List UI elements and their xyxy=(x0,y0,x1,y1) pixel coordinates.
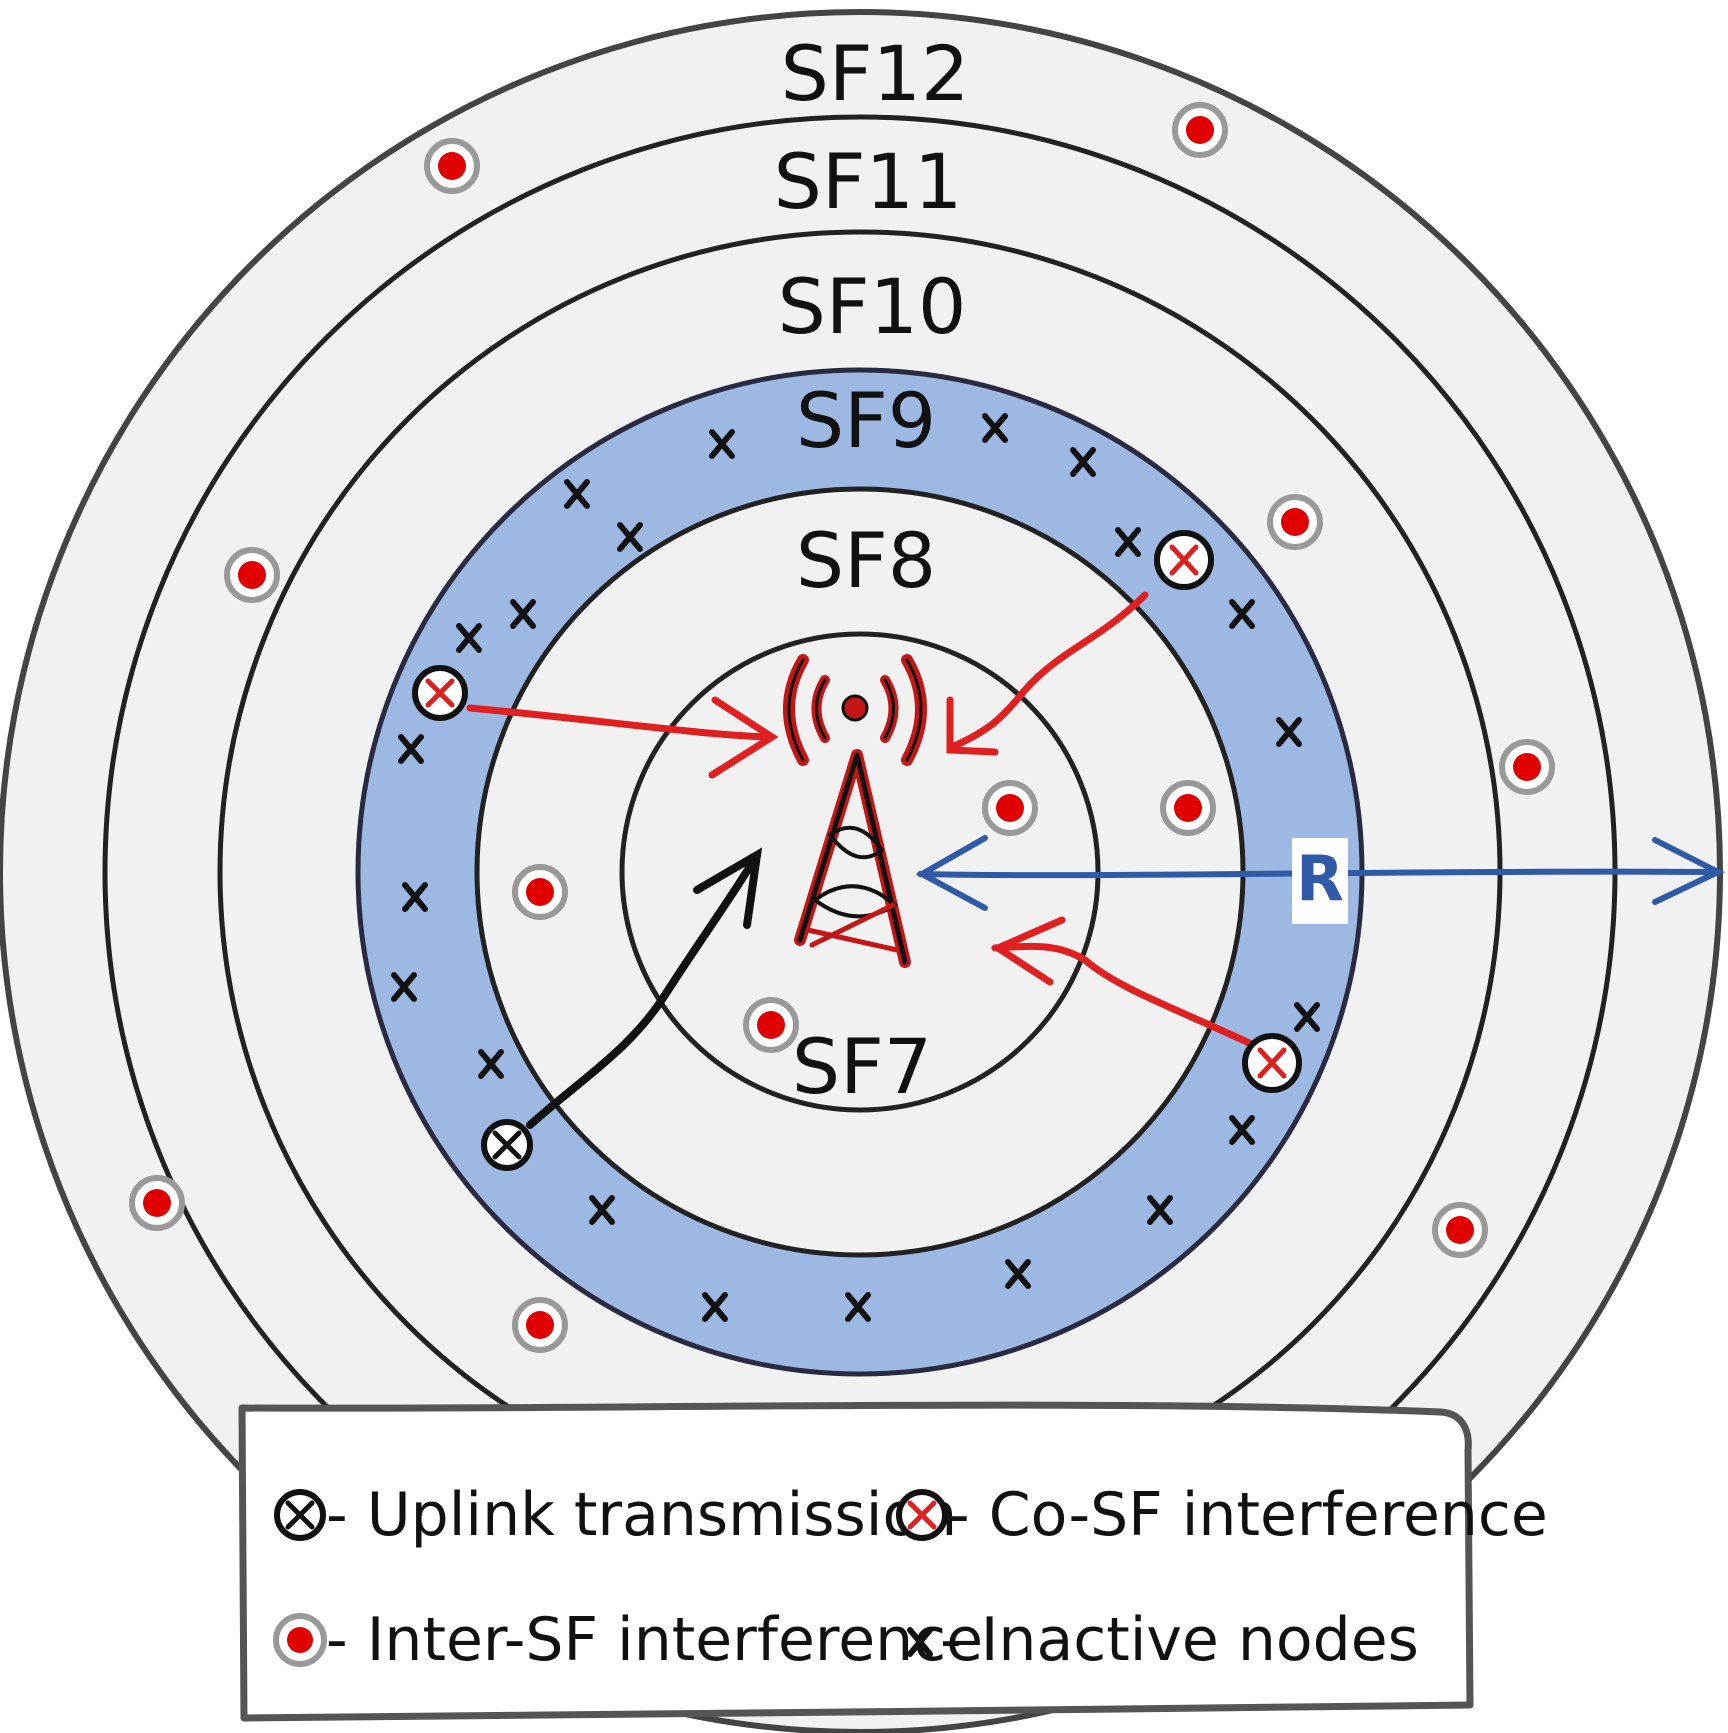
inactive-node xyxy=(589,1195,615,1225)
inactive-node xyxy=(456,623,482,653)
inter-sf-node xyxy=(424,138,480,194)
inactive-node xyxy=(478,1049,504,1079)
inter-sf-node xyxy=(982,780,1038,836)
inactive-node xyxy=(982,413,1008,443)
inter-sf-node xyxy=(1160,780,1216,836)
inactive-nodes xyxy=(391,413,1320,1322)
legend-item-inactive: - Inactive nodes xyxy=(907,1605,1419,1675)
inter-sf-nodes xyxy=(129,102,1555,1353)
co-sf-interference-arrows xyxy=(466,591,1264,1052)
inactive-node xyxy=(402,882,428,912)
co-sf-node xyxy=(1154,530,1214,590)
inactive-node xyxy=(398,734,424,764)
inactive-node xyxy=(1005,1259,1031,1289)
inactive-node xyxy=(709,429,735,459)
legend: - Uplink transmission - Co-SF interferen… xyxy=(238,1401,1548,1722)
legend-box xyxy=(238,1401,1474,1722)
inter-sf-node xyxy=(1267,494,1323,550)
inactive-node xyxy=(1294,1002,1320,1032)
co-sf-interference-icon xyxy=(896,1489,948,1541)
legend-label-inactive: - Inactive nodes xyxy=(940,1605,1419,1675)
sf-labels: SF12 SF11 SF10 SF9 SF8 SF7 xyxy=(774,29,970,1111)
inactive-node xyxy=(702,1292,728,1322)
inactive-node xyxy=(1070,447,1096,477)
radius-arrow: R xyxy=(915,835,1725,924)
sf7-label: SF7 xyxy=(792,1022,932,1111)
inactive-node xyxy=(1115,527,1141,557)
inter-sf-node xyxy=(1432,1202,1488,1258)
inter-sf-node xyxy=(743,997,799,1053)
sf11-label: SF11 xyxy=(774,137,963,226)
sf9-label: SF9 xyxy=(796,376,936,465)
legend-label-uplink: - Uplink transmission xyxy=(326,1480,957,1550)
inter-sf-interference-icon xyxy=(273,1613,327,1667)
inactive-node-icon xyxy=(907,1627,933,1657)
inactive-node xyxy=(1147,1195,1173,1225)
inter-sf-node xyxy=(1172,102,1228,158)
inactive-node xyxy=(1276,717,1302,747)
inactive-node xyxy=(510,599,536,629)
co-sf-nodes xyxy=(412,530,1302,1093)
inactive-node xyxy=(845,1292,871,1322)
legend-item-uplink: - Uplink transmission xyxy=(274,1480,957,1550)
inactive-node xyxy=(1229,1115,1255,1145)
co-sf-node xyxy=(1242,1033,1302,1093)
legend-item-co-sf: - Co-SF interference xyxy=(896,1480,1548,1550)
co-sf-node xyxy=(412,665,468,721)
sf12-label: SF12 xyxy=(781,29,970,118)
legend-label-inter-sf: - Inter-SF interference xyxy=(326,1605,983,1675)
inactive-node xyxy=(564,479,590,509)
inter-sf-node xyxy=(224,547,280,603)
inter-sf-node xyxy=(512,1297,568,1353)
inactive-node xyxy=(1229,599,1255,629)
inter-sf-node xyxy=(512,864,568,920)
gateway-tower-icon xyxy=(783,654,927,968)
radius-label: R xyxy=(1296,842,1344,915)
legend-label-co-sf: - Co-SF interference xyxy=(948,1480,1548,1550)
sf8-label: SF8 xyxy=(796,516,936,605)
inactive-node xyxy=(391,972,417,1002)
inactive-node xyxy=(617,522,643,552)
uplink-arrow xyxy=(526,847,763,1129)
uplink-node xyxy=(481,1119,533,1171)
inter-sf-node xyxy=(129,1175,185,1231)
sf-rings xyxy=(0,9,1723,1733)
inter-sf-node xyxy=(1499,739,1555,795)
legend-item-inter-sf: - Inter-SF interference xyxy=(273,1605,983,1675)
uplink-transmission-icon xyxy=(274,1489,326,1541)
sf10-label: SF10 xyxy=(778,262,967,351)
